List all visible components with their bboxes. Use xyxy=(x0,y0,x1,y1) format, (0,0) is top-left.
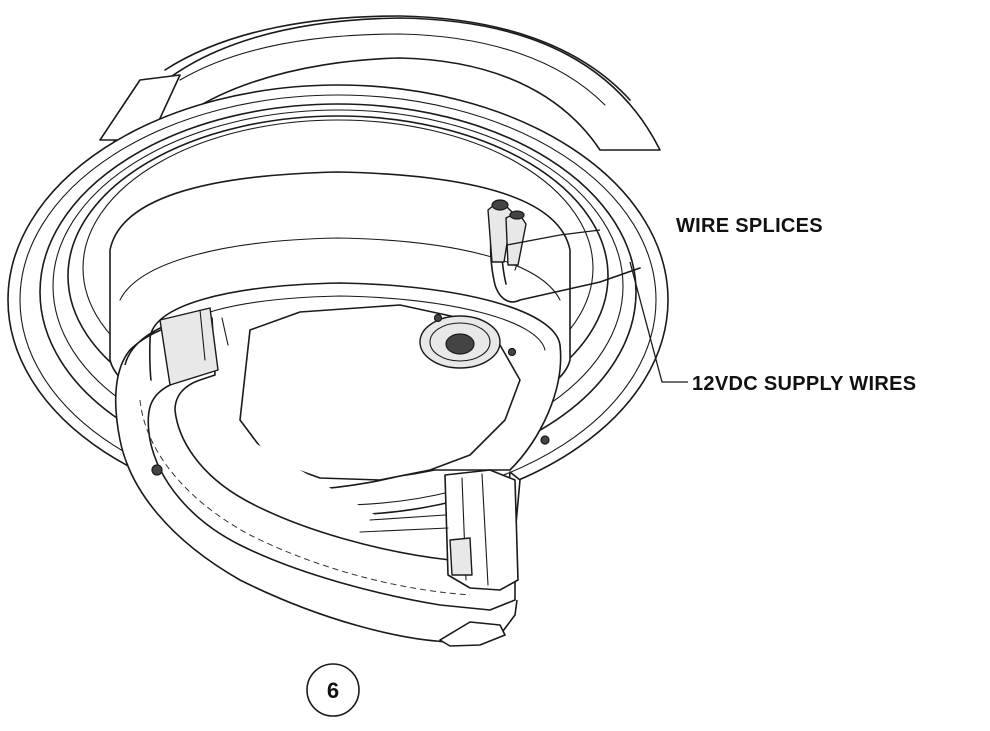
callout-wire-splices: WIRE SPLICES xyxy=(506,215,823,246)
support-bracket xyxy=(114,307,521,647)
step-number: 6 xyxy=(327,678,339,703)
step-circle xyxy=(306,663,360,717)
bracket-clip-right xyxy=(359,469,519,591)
step-marker: 6 xyxy=(306,663,360,717)
dome-housing xyxy=(99,15,661,151)
wire-splices-label: WIRE SPLICES xyxy=(676,215,823,237)
center-connector xyxy=(419,313,517,369)
callout-supply-wires: 12VDC SUPPLY WIRES xyxy=(629,261,916,395)
supply-wires-label: 12VDC SUPPLY WIRES xyxy=(692,373,916,395)
wire-harness xyxy=(487,199,641,303)
mounting-screws xyxy=(151,435,550,476)
